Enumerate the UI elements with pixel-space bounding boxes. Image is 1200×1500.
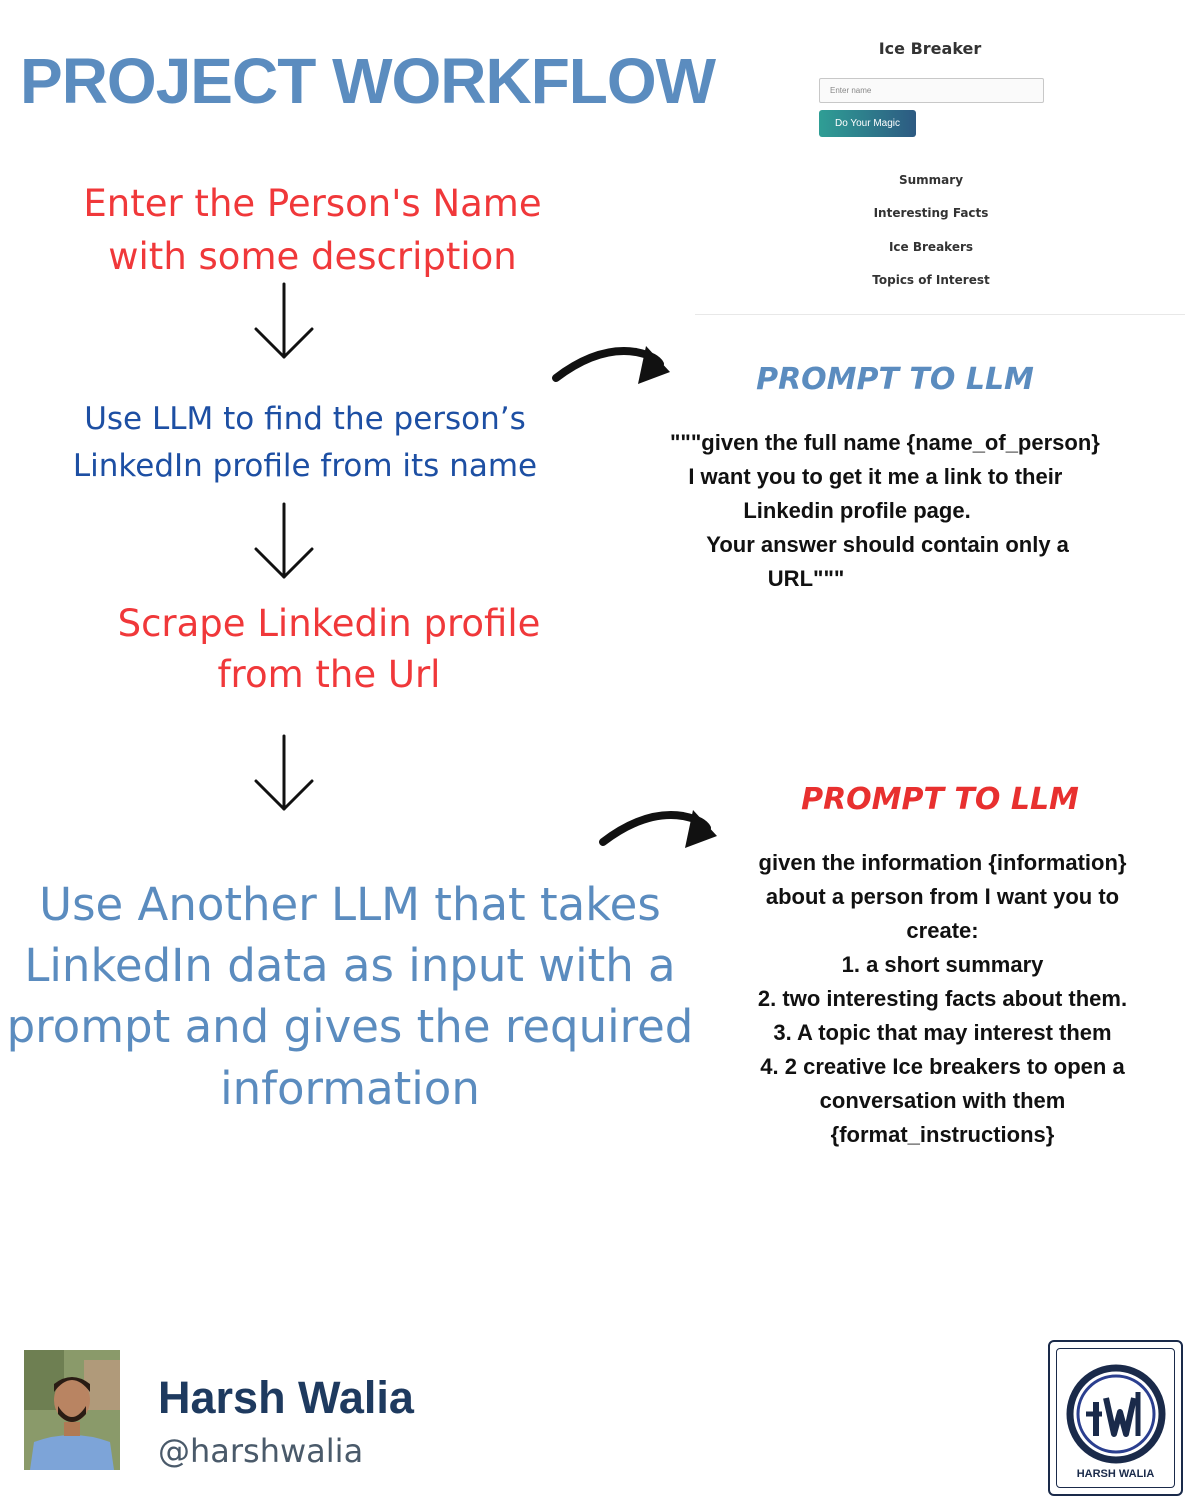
step4-line-1: Use Another LLM that takes <box>39 878 661 931</box>
step-enter-name: Enter the Person's Name with some descrip… <box>40 178 585 283</box>
step2-line-1: Use LLM to find the person’s <box>84 401 526 437</box>
down-arrow-3-icon <box>254 734 314 811</box>
ui-preview: Ice Breaker Enter name Do Your Magic Sum… <box>695 25 1185 315</box>
ui-link-summary[interactable]: Summary <box>898 173 964 187</box>
step-scrape-linkedin: Scrape Linkedin profile from the Url <box>40 598 618 700</box>
avatar <box>24 1350 120 1470</box>
ui-link-topics-of-interest[interactable]: Topics of Interest <box>872 273 990 287</box>
logo-caption: HARSH WALIA <box>1076 1468 1155 1480</box>
ui-app-title: Ice Breaker <box>878 39 982 58</box>
ui-link-interesting-facts[interactable]: Interesting Facts <box>873 206 989 220</box>
prompt2-heading: PROMPT TO LLM <box>801 782 1079 817</box>
step3-line-1: Scrape Linkedin profile <box>117 602 541 645</box>
down-arrow-2-icon <box>254 502 314 579</box>
author-name: Harsh Walia <box>158 1372 414 1423</box>
ui-magic-button[interactable]: Do Your Magic <box>819 110 916 137</box>
hw-monogram-icon <box>1066 1364 1166 1464</box>
ui-name-input[interactable]: Enter name <box>819 78 1044 103</box>
step4-line-3: prompt and gives the required <box>6 1000 694 1054</box>
page-title: PROJECT WORKFLOW <box>20 45 716 117</box>
author-handle: @harshwalia <box>158 1432 364 1470</box>
down-arrow-1-icon <box>254 282 314 359</box>
step4-line-2: LinkedIn data as input with a <box>24 939 676 993</box>
curved-arrow-2-icon <box>599 810 717 848</box>
curved-arrow-1-icon <box>552 346 670 384</box>
ui-link-ice-breakers[interactable]: Ice Breakers <box>888 240 974 254</box>
prompt2-text: given the information {information} abou… <box>757 850 1128 1147</box>
prompt1-text: """given the full name {name_of_person} … <box>670 430 1100 591</box>
step2-line-2: LinkedIn profile from its name <box>72 447 538 484</box>
step1-line-1: Enter the Person's Name <box>83 182 542 225</box>
step3-line-2: from the Url <box>217 653 441 697</box>
harsh-walia-logo: HARSH WALIA <box>1048 1340 1183 1496</box>
step1-line-2: with some description <box>108 234 517 278</box>
step4-line-4: information <box>220 1061 480 1115</box>
prompt1-heading: PROMPT TO LLM <box>756 362 1034 397</box>
